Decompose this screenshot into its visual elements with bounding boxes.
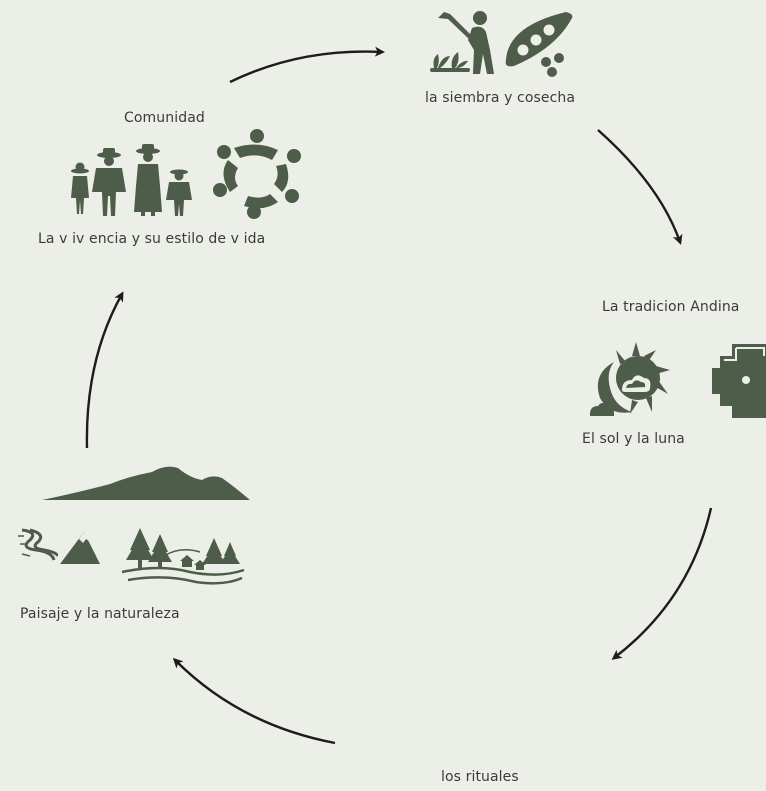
arrow-paisaje-to-comunidad — [85, 291, 124, 449]
siembra-label: la siembra y cosecha — [425, 90, 576, 106]
hills-silhouette-icon — [42, 466, 250, 500]
rituales-label: los rituales — [441, 769, 519, 785]
sun-moon-icon — [590, 342, 670, 416]
tradicion-title: La tradicion Andina — [602, 299, 740, 315]
arrow-tradicion-to-rituales — [611, 507, 713, 660]
mountain-icon — [60, 532, 100, 564]
sprout-icon — [430, 52, 470, 72]
forest-landscape-icon — [121, 528, 245, 585]
arrow-siembra-to-tradicion — [597, 129, 683, 245]
comunidad-label: La v iv encia y su estilo de v ida — [38, 231, 266, 247]
arrow-comunidad-to-siembra — [229, 46, 385, 84]
community-circle-icon — [213, 129, 301, 219]
arrow-rituales-to-paisaje — [172, 657, 336, 745]
tradicion-label: El sol y la luna — [582, 431, 685, 447]
paisaje-label: Paisaje y la naturaleza — [20, 606, 180, 622]
river-icon — [18, 528, 58, 561]
farmer-hoe-icon — [430, 11, 573, 77]
pea-pod-icon — [505, 12, 573, 77]
chakana-cross-icon — [712, 344, 766, 418]
family-figures-icon — [71, 144, 192, 216]
comunidad-title: Comunidad — [124, 110, 205, 126]
